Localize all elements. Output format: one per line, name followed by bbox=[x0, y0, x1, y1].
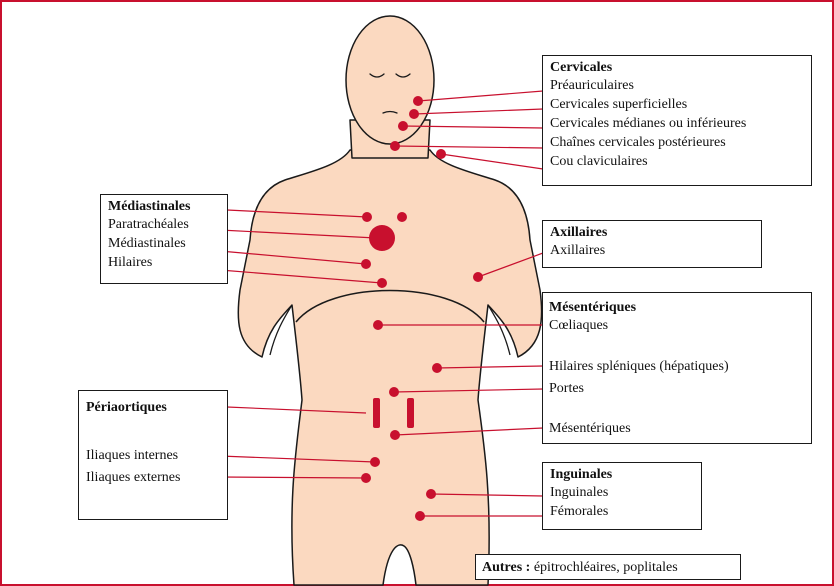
mediastinales-title: Médiastinales bbox=[108, 198, 220, 215]
node-preauricular bbox=[413, 96, 423, 106]
body-silhouette bbox=[238, 16, 541, 585]
mediastinales-box: Médiastinales Paratrachéales Médiastinal… bbox=[100, 194, 228, 284]
node-inguinale bbox=[426, 489, 436, 499]
node-mediastinal-left bbox=[362, 212, 372, 222]
mesenteriques-item: Portes bbox=[549, 380, 584, 397]
axillaires-box: Axillaires Axillaires bbox=[542, 220, 762, 268]
node-periaortique-left bbox=[373, 398, 380, 428]
node-periaortique-right bbox=[407, 398, 414, 428]
node-cervical-superficial bbox=[409, 109, 419, 119]
axillaires-item: Axillaires bbox=[550, 241, 754, 260]
axillaires-title: Axillaires bbox=[550, 224, 754, 241]
inguinales-title: Inguinales bbox=[550, 466, 694, 483]
cervicales-item: Préauriculaires bbox=[550, 76, 804, 95]
mesenteriques-item: Mésentériques bbox=[549, 420, 631, 437]
autres-text: épitrochléaires, poplitales bbox=[530, 560, 677, 575]
mesenteriques-item: Cœliaques bbox=[549, 317, 608, 334]
node-cervical-median bbox=[398, 121, 408, 131]
mediastinales-item: Médiastinales bbox=[108, 234, 220, 253]
node-mediastinal bbox=[361, 259, 371, 269]
autres-title: Autres : bbox=[482, 560, 530, 575]
node-femorale bbox=[415, 511, 425, 521]
node-mesenterique bbox=[390, 430, 400, 440]
periaortiques-item: Iliaques internes bbox=[86, 447, 178, 464]
mediastinales-item: Hilaires bbox=[108, 253, 220, 272]
cervicales-title: Cervicales bbox=[550, 59, 804, 76]
periaortiques-title: Périaortiques bbox=[86, 399, 167, 416]
node-axillaire bbox=[473, 272, 483, 282]
mesenteriques-title: Mésentériques bbox=[549, 299, 636, 316]
cervicales-item: Cervicales médianes ou inférieures bbox=[550, 114, 804, 133]
node-hilaire-splenique bbox=[432, 363, 442, 373]
node-hilaire bbox=[377, 278, 387, 288]
node-cervical-posterior bbox=[390, 141, 400, 151]
mediastinales-item: Paratrachéales bbox=[108, 215, 220, 234]
node-paratracheal bbox=[369, 225, 395, 251]
inguinales-item: Inguinales bbox=[550, 483, 694, 502]
node-porte bbox=[389, 387, 399, 397]
mesenteriques-item: Hilaires spléniques (hépatiques) bbox=[549, 358, 729, 375]
autres-box: Autres : épitrochléaires, poplitales bbox=[475, 554, 741, 580]
inguinales-box: Inguinales Inguinales Fémorales bbox=[542, 462, 702, 530]
periaortiques-item: Iliaques externes bbox=[86, 469, 180, 486]
cervicales-item: Cou claviculaires bbox=[550, 152, 804, 171]
cervicales-box: Cervicales Préauriculaires Cervicales su… bbox=[542, 55, 812, 186]
cervicales-item: Cervicales superficielles bbox=[550, 95, 804, 114]
cervicales-item: Chaînes cervicales postérieures bbox=[550, 133, 804, 152]
node-coeliaque bbox=[373, 320, 383, 330]
node-iliaque-externe bbox=[361, 473, 371, 483]
node-iliaque-interne bbox=[370, 457, 380, 467]
node-cou-claviculaire bbox=[436, 149, 446, 159]
inguinales-item: Fémorales bbox=[550, 502, 694, 521]
node-mediastinal-right bbox=[397, 212, 407, 222]
